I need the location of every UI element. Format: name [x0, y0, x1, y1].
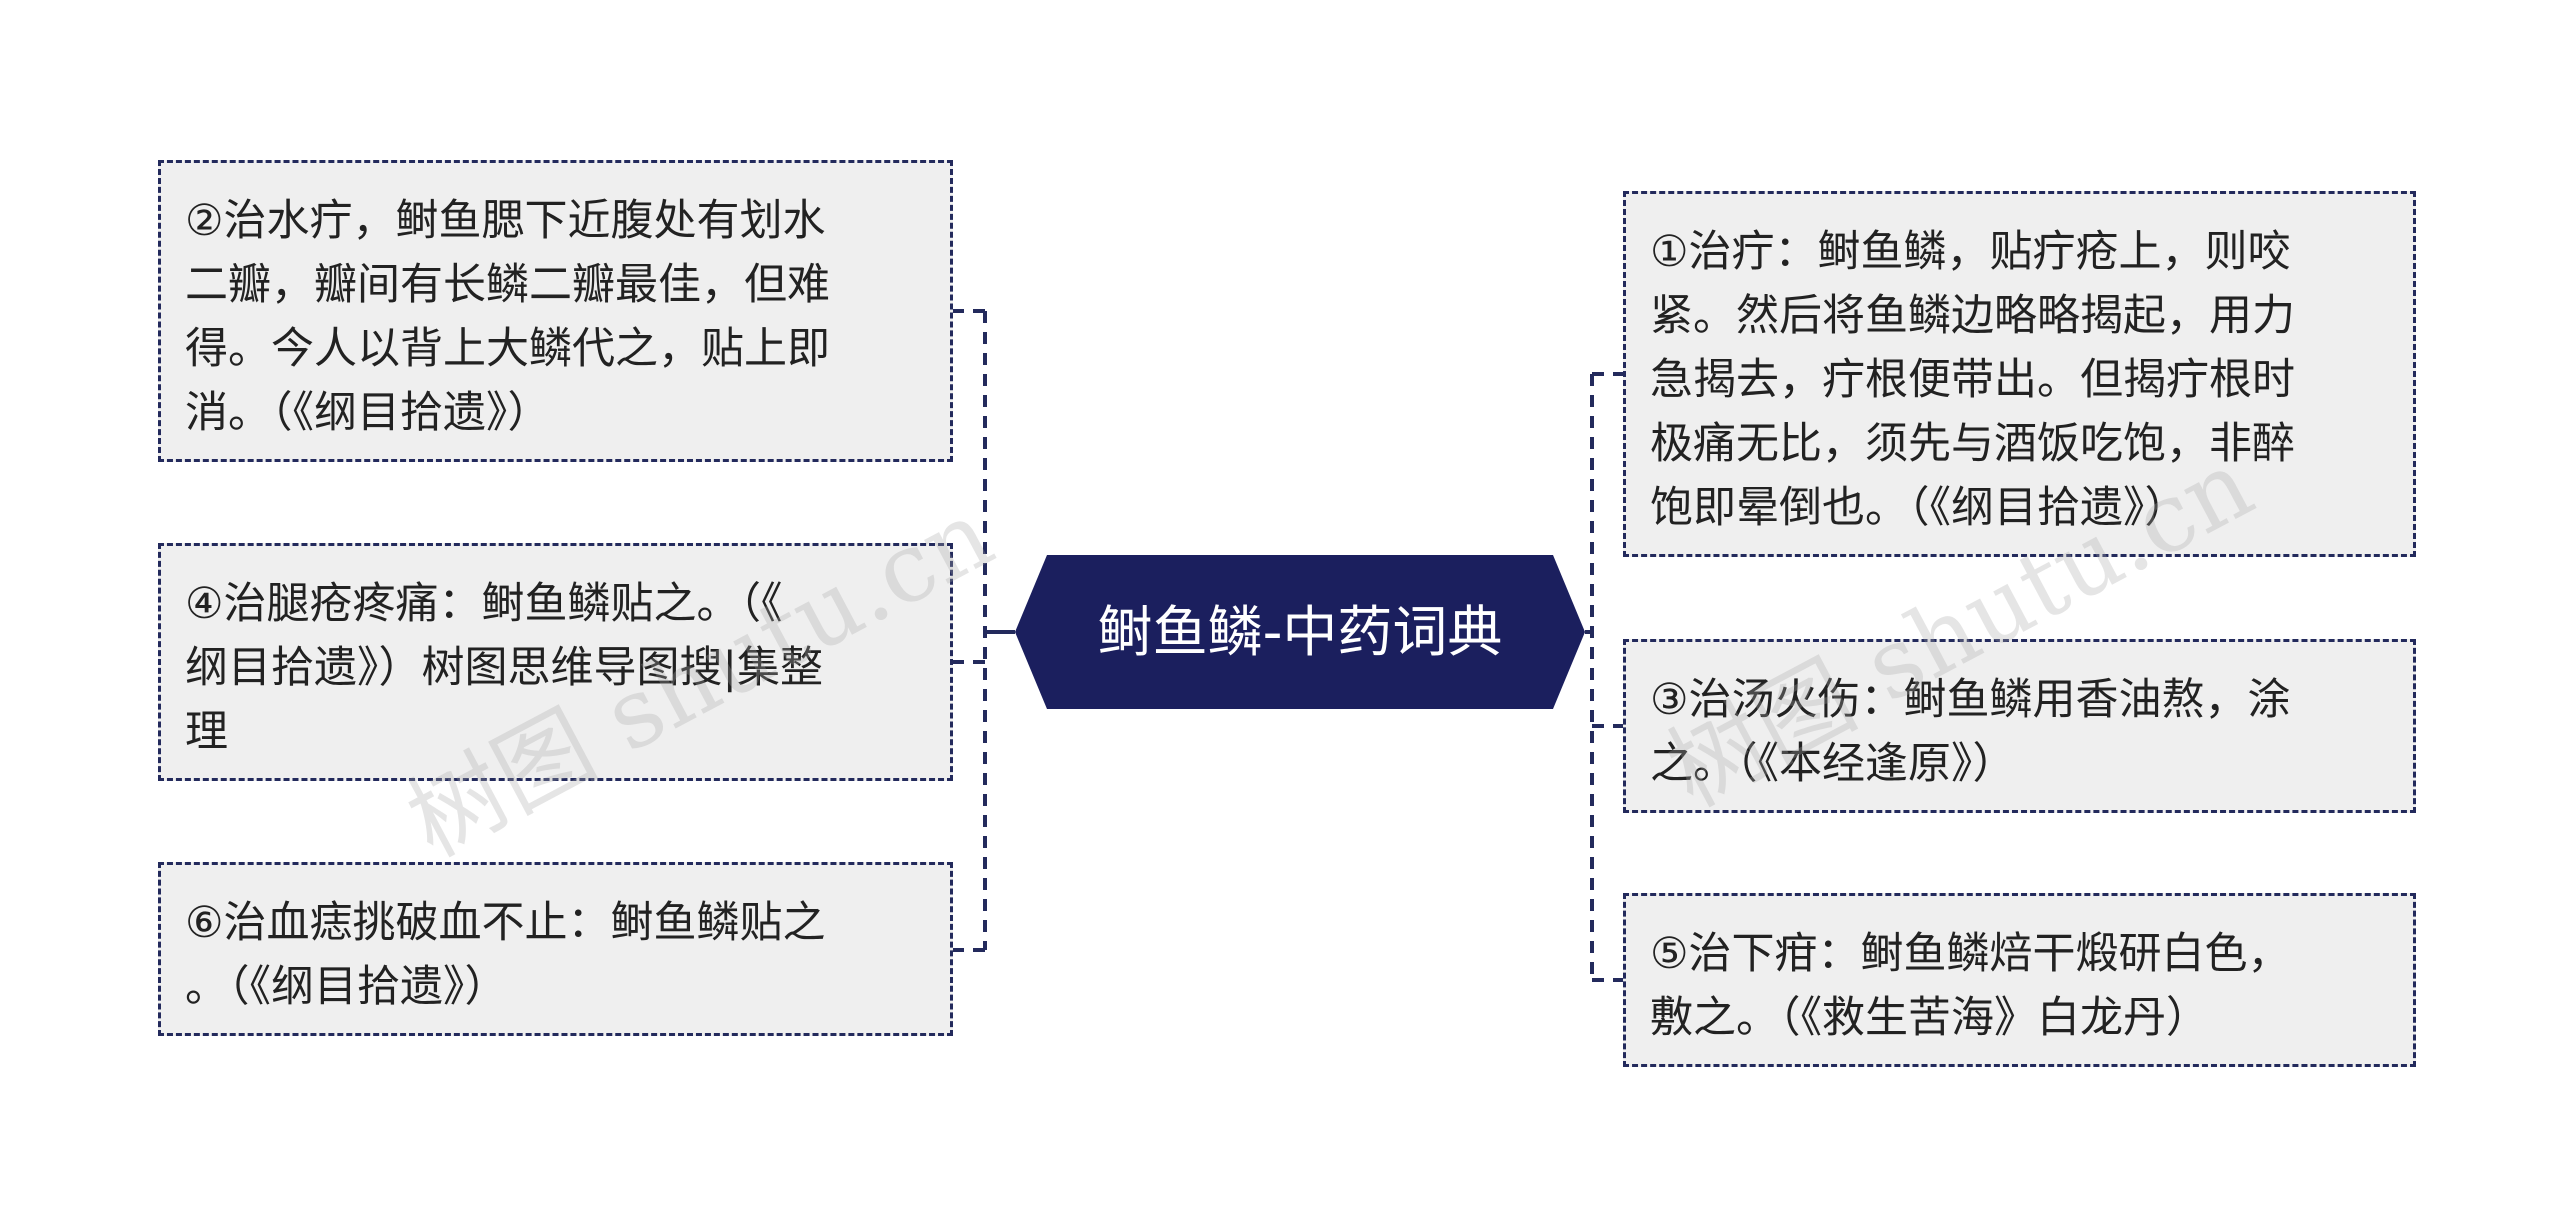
branch-node-4[interactable]: ④治腿疮疼痛：鲥鱼鳞贴之。（《 纲目拾遗》）树图思维导图搜|集整 理: [158, 543, 953, 781]
central-topic-node[interactable]: 鲥鱼鳞-中药词典: [1015, 555, 1585, 709]
branch-node-1[interactable]: ①治疔：鲥鱼鳞，贴疔疮上，则咬 紧。然后将鱼鳞边略略揭起，用力 急揭去，疔根便带…: [1623, 191, 2416, 557]
branch-node-5[interactable]: ⑤治下疳：鲥鱼鳞焙干煅研白色， 敷之。（《救生苦海》白龙丹）: [1623, 893, 2416, 1067]
branch-node-3[interactable]: ③治汤火伤：鲥鱼鳞用香油熬，涂 之。（《本经逢原》）: [1623, 639, 2416, 813]
central-hexagon-shape: [1015, 555, 1585, 709]
central-topic-title: 鲥鱼鳞-中药词典: [1097, 600, 1503, 664]
branch-node-2[interactable]: ②治水疔，鲥鱼腮下近腹处有划水 二瓣，瓣间有长鳞二瓣最佳，但难 得。今人以背上大…: [158, 160, 953, 462]
branch-node-6[interactable]: ⑥治血痣挑破血不止：鲥鱼鳞贴之 。（《纲目拾遗》）: [158, 862, 953, 1036]
